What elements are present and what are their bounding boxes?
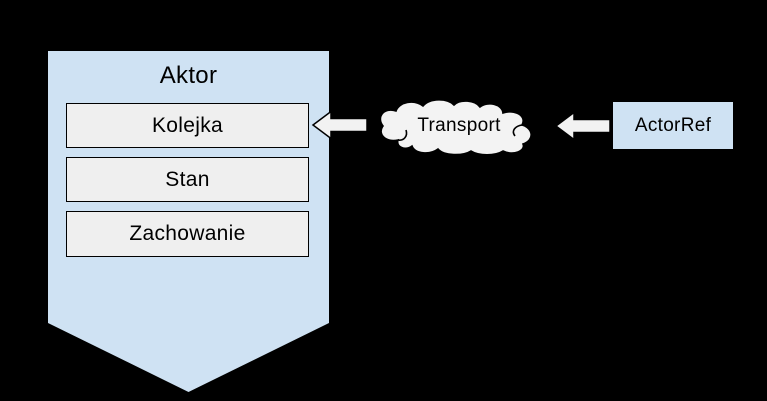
actorref-label: ActorRef	[634, 114, 712, 136]
actor-slot-behavior: Zachowanie	[66, 211, 309, 257]
transport-label: Transport	[417, 115, 501, 136]
actor-slot-queue: Kolejka	[66, 103, 309, 148]
actor-slot-queue-label: Kolejka	[152, 113, 223, 137]
cloud-inner-curl-left	[397, 129, 408, 141]
cloud-inner-curl-right	[512, 124, 523, 137]
actor-slot-state-label: Stan	[165, 167, 210, 191]
cloud-outline	[379, 99, 532, 156]
actor-slot-state: Stan	[66, 157, 309, 202]
left-arrow-icon	[311, 110, 368, 140]
left-arrow-icon	[554, 111, 611, 141]
transport-cloud-icon	[379, 99, 532, 156]
arrow-actorref-to-transport-icon	[554, 111, 611, 141]
actorref-box: ActorRef	[613, 102, 733, 149]
arrow-transport-to-actor-icon	[311, 110, 368, 140]
actor-slot-behavior-label: Zachowanie	[129, 222, 246, 245]
actor-title: Aktor	[159, 62, 218, 89]
